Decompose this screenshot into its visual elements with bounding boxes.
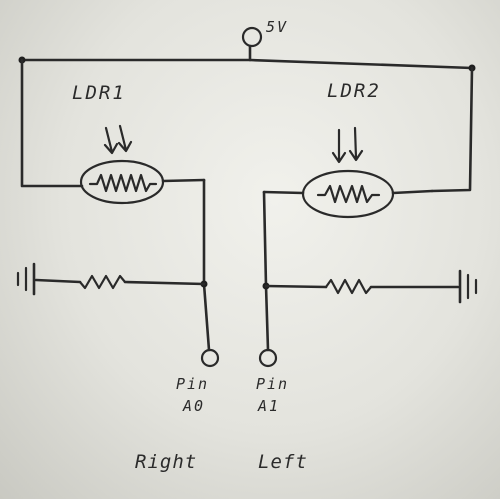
ground-symbol-right — [458, 269, 478, 304]
pin-a0-label-line1: Pin — [176, 375, 210, 393]
ground-symbol-left — [16, 262, 36, 296]
ldr2-label: LDR2 — [327, 80, 381, 102]
ldr1-light-arrow-1 — [103, 126, 119, 155]
pin-a1-label-line2: A1 — [258, 397, 281, 415]
supply-terminal — [241, 26, 263, 48]
right-label: Right — [135, 451, 198, 473]
ldr1-light-arrow-2 — [117, 124, 133, 153]
resistor-left-zigzag — [78, 274, 127, 290]
ldr2-symbol — [301, 126, 395, 219]
ldr1-symbol — [79, 124, 165, 205]
pin-a1-label-line1: Pin — [256, 375, 290, 393]
wire-ldr2-out — [262, 190, 305, 195]
ldr1-label: LDR1 — [72, 82, 126, 104]
pin-a0-label-line2: A0 — [183, 397, 206, 415]
ldr1-body — [79, 159, 165, 205]
wire-ldr1-out — [161, 178, 206, 183]
pin-a0-terminal — [200, 348, 220, 368]
ldr1-resistor-zigzag — [88, 173, 158, 193]
wire-a0-vertical — [202, 178, 211, 352]
left-label: Left — [258, 451, 308, 473]
wire-a0-resistor — [123, 280, 206, 286]
ldr2-light-arrow-1 — [331, 128, 347, 164]
top-rail — [20, 58, 474, 70]
ldr2-light-arrow-2 — [348, 126, 364, 162]
ldr2-resistor-zigzag — [316, 184, 381, 204]
wire-to-ground-left — [34, 278, 82, 284]
wire-right-branch — [430, 66, 474, 193]
wire-a1-vertical — [262, 190, 270, 352]
supply-label: 5V — [266, 18, 289, 36]
pin-a1-terminal — [258, 348, 278, 368]
wire-left-branch — [20, 58, 84, 188]
wire-a1-resistor — [264, 284, 328, 289]
resistor-right-zigzag — [324, 278, 373, 295]
wire-ldr2-in — [391, 189, 434, 195]
